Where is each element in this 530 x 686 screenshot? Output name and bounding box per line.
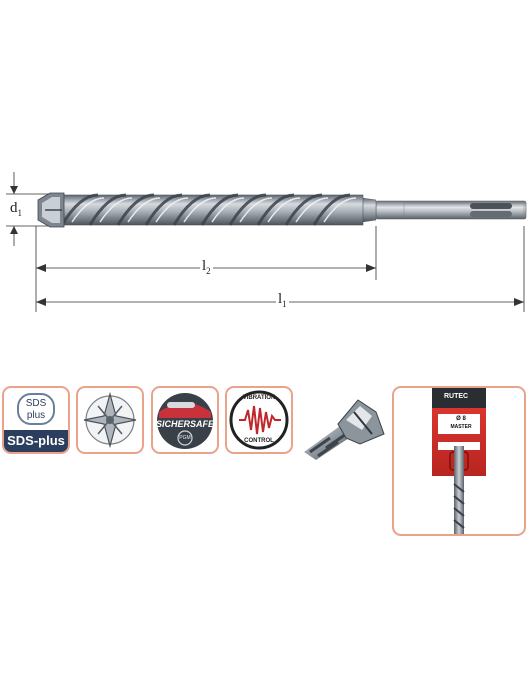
drill-bit bbox=[37, 192, 527, 228]
vibration-control-badge: VIBRATION CONTROL bbox=[225, 386, 293, 454]
sichersafe-icon bbox=[157, 393, 213, 449]
vibration-text: VIBRATION bbox=[242, 395, 276, 401]
sds-line2: plus bbox=[26, 410, 46, 421]
product-photo: RUTEC Ø 8 MASTER bbox=[392, 386, 526, 536]
package-label1: Ø 8 bbox=[456, 416, 466, 422]
control-text: CONTROL bbox=[244, 438, 274, 444]
sds-line1: SDS bbox=[25, 398, 47, 409]
cross-head-icon bbox=[83, 391, 137, 449]
package-brand: RUTEC bbox=[444, 393, 469, 400]
sds-plus-logo: SDS plus bbox=[17, 393, 55, 425]
l1-label: l1 bbox=[276, 291, 289, 309]
four-cutter-head-badge bbox=[76, 386, 144, 454]
l2-label: l2 bbox=[200, 258, 213, 276]
vibration-wave-icon bbox=[229, 390, 289, 450]
sichersafe-badge: SICHERSAFE PGM bbox=[151, 386, 219, 454]
package-illustration bbox=[432, 388, 486, 534]
sds-plus-label: SDS-plus bbox=[4, 430, 68, 452]
drill-tip-closeup bbox=[304, 399, 385, 460]
drill-bit-drawing bbox=[6, 172, 527, 312]
package-label2: MASTER bbox=[450, 424, 472, 430]
pgm-text: PGM bbox=[179, 435, 191, 441]
sichersafe-text: SICHERSAFE bbox=[155, 419, 214, 429]
sds-plus-badge: SDS plus SDS-plus bbox=[2, 386, 70, 454]
diameter-label: d1 bbox=[10, 200, 22, 218]
diameter-dimension bbox=[6, 172, 52, 246]
